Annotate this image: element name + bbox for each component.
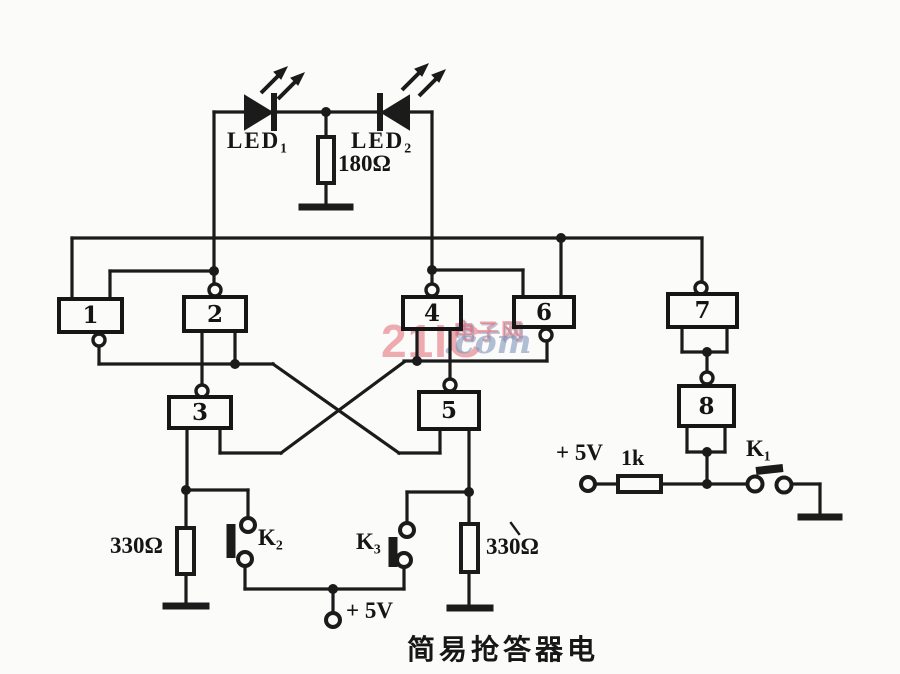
gate-6-box: 6 bbox=[512, 295, 576, 329]
led1-label: LED₁ bbox=[227, 128, 290, 153]
gate-4-box: 4 bbox=[401, 295, 463, 331]
resistor-180-label: 180Ω bbox=[338, 151, 391, 176]
switch-k3-icon bbox=[388, 521, 416, 569]
gate-8-label: 8 bbox=[698, 392, 715, 420]
resistor-330-left-label: 330Ω bbox=[110, 533, 163, 558]
ground-icons bbox=[162, 203, 843, 612]
gate-3-label: 3 bbox=[191, 399, 208, 426]
switch-k2-icon bbox=[226, 516, 257, 568]
gate-5-box: 5 bbox=[417, 390, 481, 431]
resistor-330-right-icon bbox=[459, 522, 480, 574]
gate-7-box: 7 bbox=[666, 292, 739, 329]
resistor-180-icon bbox=[316, 135, 336, 185]
gate-7-label: 7 bbox=[694, 297, 711, 324]
resistor-1k-label: 1k bbox=[621, 445, 645, 470]
gate-2-label: 2 bbox=[206, 300, 223, 328]
gate-5-label: 5 bbox=[440, 397, 457, 424]
led2-label: LED₂ bbox=[351, 128, 414, 153]
watermark-brand: 21IC bbox=[381, 315, 483, 367]
terminal-5v-right-icon bbox=[579, 475, 597, 493]
gate-6-label: 6 bbox=[535, 298, 552, 326]
led1-diode-icon bbox=[244, 66, 306, 131]
resistor-330-right-label: 330Ω bbox=[486, 534, 539, 559]
watermark-site-cn: 电子网 bbox=[453, 319, 526, 344]
scan-mark bbox=[509, 521, 521, 536]
junction-dots bbox=[181, 107, 712, 594]
switch-k1-icon bbox=[745, 464, 794, 495]
resistor-330-left-icon bbox=[175, 526, 196, 576]
switch-k3-label: K₃ bbox=[356, 529, 381, 554]
circuit-wires bbox=[70, 110, 822, 615]
supply-5v-right-label: + 5V bbox=[556, 440, 603, 465]
gate-1-label: 1 bbox=[82, 302, 99, 329]
figure-caption: 简易抢答器电路 bbox=[406, 635, 599, 666]
led2-diode-icon bbox=[377, 63, 447, 131]
supply-5v-bottom-label: + 5V bbox=[346, 598, 393, 623]
gate-4-label: 4 bbox=[423, 299, 440, 327]
terminal-5v-bottom-icon bbox=[324, 611, 342, 629]
led2-light-arrows-icon bbox=[400, 63, 447, 98]
switch-k2-label: K₂ bbox=[258, 525, 283, 550]
led1-light-arrows-icon bbox=[259, 66, 306, 101]
gate-8-box: 8 bbox=[677, 384, 736, 428]
resistor-1k-icon bbox=[616, 474, 663, 494]
gate-2-box: 2 bbox=[182, 295, 248, 333]
gate-1-box: 1 bbox=[57, 297, 124, 334]
gate-3-box: 3 bbox=[167, 395, 233, 430]
switch-k1-label: K₁ bbox=[746, 436, 771, 461]
